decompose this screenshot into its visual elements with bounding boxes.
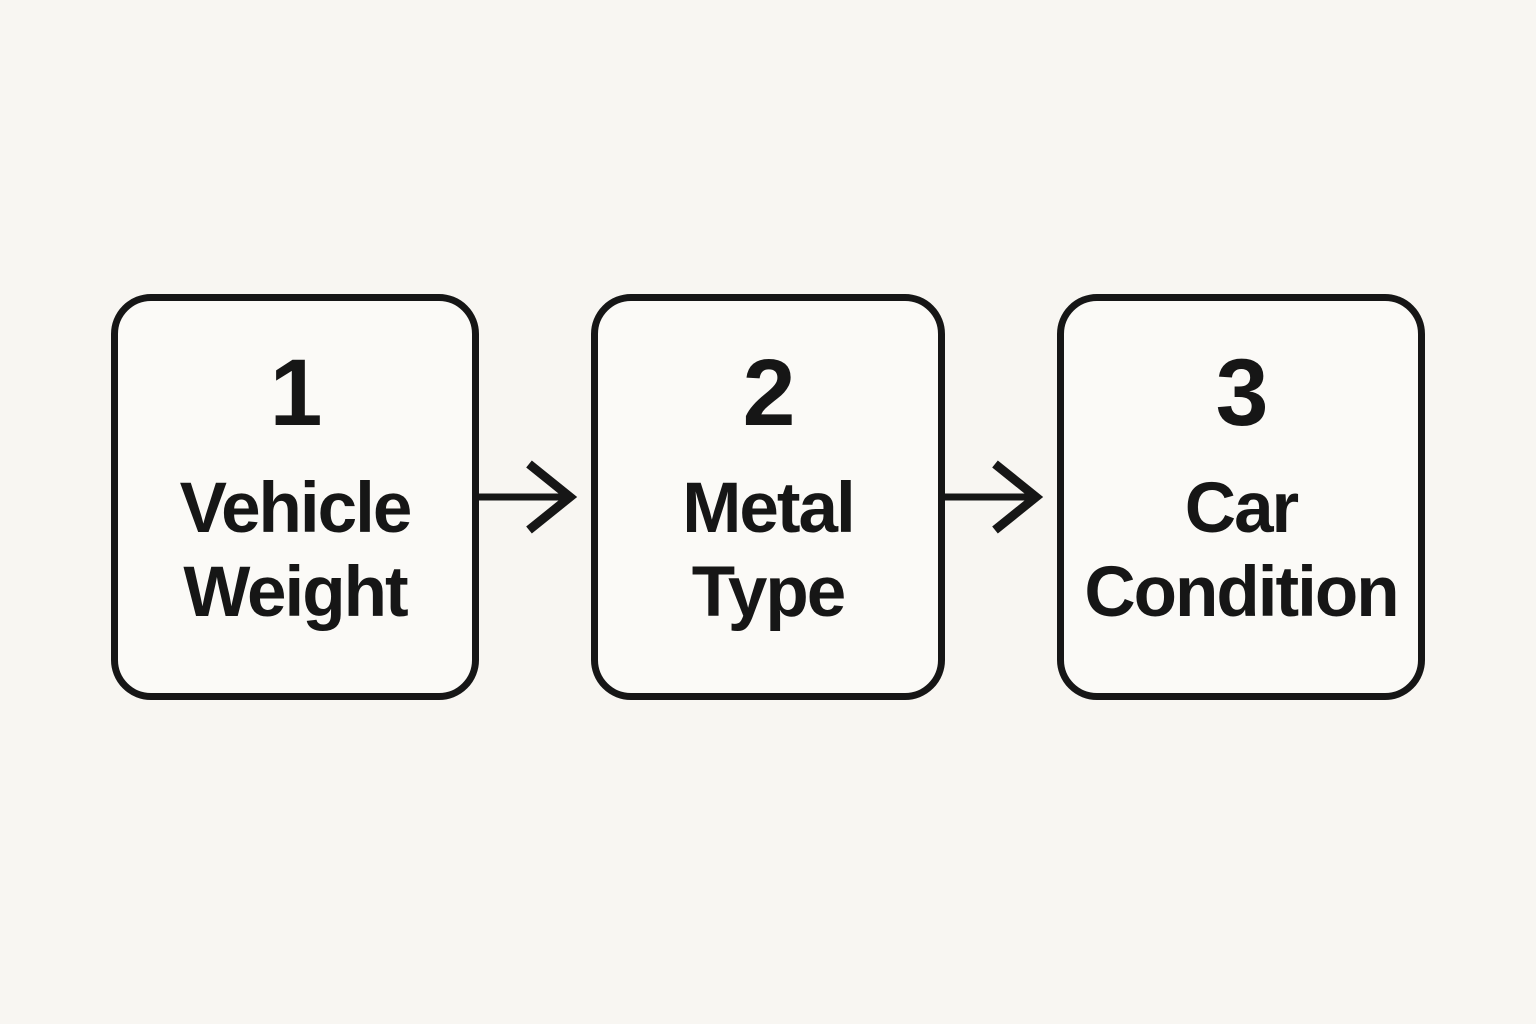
step-label: Vehicle Weight	[179, 469, 413, 632]
process-flow: 1 Vehicle Weight 2 Metal Type 3 Car Cond…	[111, 294, 1425, 700]
step-number: 2	[742, 340, 796, 447]
step-box-metal-type: 2 Metal Type	[591, 294, 945, 700]
step-label: Metal Type	[682, 469, 856, 632]
step-number: 1	[269, 340, 323, 447]
step-label: Car Condition	[1084, 469, 1399, 632]
step-box-vehicle-weight: 1 Vehicle Weight	[111, 294, 479, 700]
right-arrow-icon	[945, 460, 1044, 534]
step-number: 3	[1215, 340, 1269, 447]
step-box-car-condition: 3 Car Condition	[1057, 294, 1425, 700]
right-arrow-icon	[479, 460, 578, 534]
